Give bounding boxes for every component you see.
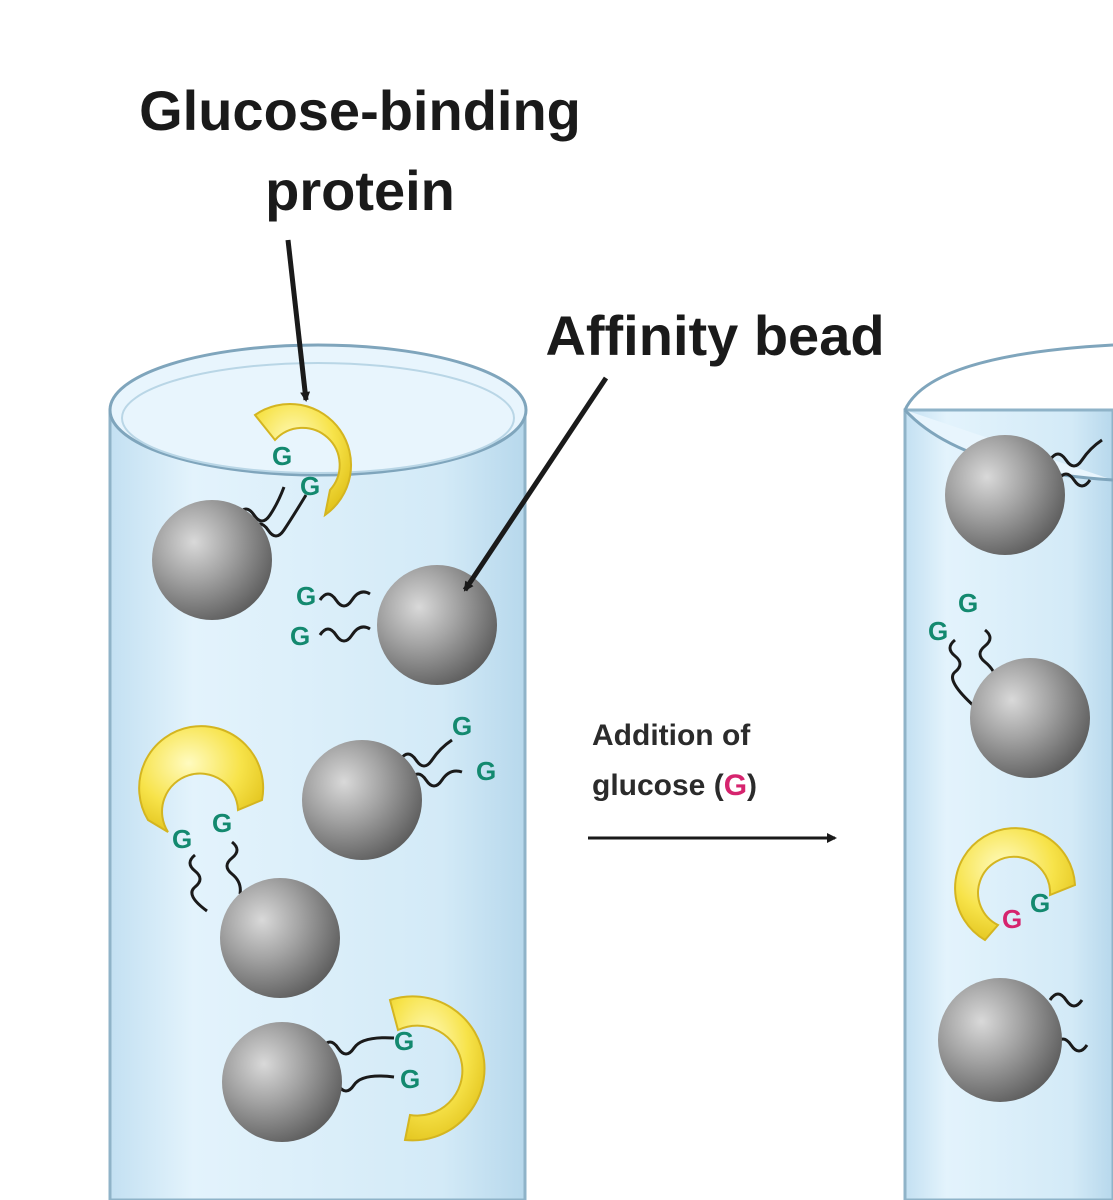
- glucose-label: G: [476, 756, 496, 786]
- glucose-label: G: [172, 824, 192, 854]
- glucose-label: G: [928, 616, 948, 646]
- glucose-label: G: [290, 621, 310, 651]
- right-bead-1: [945, 435, 1103, 555]
- glucose-label: G: [1030, 888, 1050, 918]
- left-bead-4-with-protein: [138, 725, 340, 998]
- affinity-bead: [377, 565, 497, 685]
- bead: [945, 435, 1065, 555]
- addition-label-suffix: ): [747, 769, 757, 802]
- glucose-label: G: [452, 711, 472, 741]
- left-bead-1-with-protein: [152, 402, 353, 620]
- right-bead-3: [938, 978, 1089, 1102]
- protein-pointer-arrow: [285, 239, 311, 402]
- protein-label-line2: protein: [265, 159, 455, 222]
- free-protein-with-glucose: [954, 827, 1077, 942]
- glucose-label: G: [212, 808, 232, 838]
- addition-label-g: G: [724, 769, 747, 802]
- bead: [222, 1022, 342, 1142]
- glucose-label: G: [394, 1026, 414, 1056]
- right-bead-2: [948, 628, 1090, 778]
- addition-label-line2: glucose (G): [592, 769, 757, 802]
- bead: [302, 740, 422, 860]
- free-glucose-label: G: [1002, 904, 1022, 934]
- bead: [152, 500, 272, 620]
- glucose-label: G: [958, 588, 978, 618]
- bead: [970, 658, 1090, 778]
- bead-pointer-arrow: [462, 376, 609, 592]
- left-bead-2-affinity: [318, 565, 497, 685]
- glucose-label: G: [296, 581, 316, 611]
- glucose-label: G: [272, 441, 292, 471]
- free-glucose-labels: G: [1002, 904, 1022, 934]
- bead-label: Affinity bead: [545, 304, 884, 367]
- glucose-label: G: [300, 471, 320, 501]
- bound-glucose-labels: G G G G G G G G G G G G G: [172, 441, 1050, 1094]
- left-bead-5-with-protein: [222, 995, 486, 1142]
- protein-label-line1: Glucose-binding: [139, 79, 581, 142]
- bead: [938, 978, 1062, 1102]
- bead: [220, 878, 340, 998]
- glucose-label: G: [400, 1064, 420, 1094]
- left-bead-3: [302, 738, 463, 860]
- addition-label-prefix: glucose (: [592, 769, 724, 802]
- addition-label-line1: Addition of: [592, 719, 751, 752]
